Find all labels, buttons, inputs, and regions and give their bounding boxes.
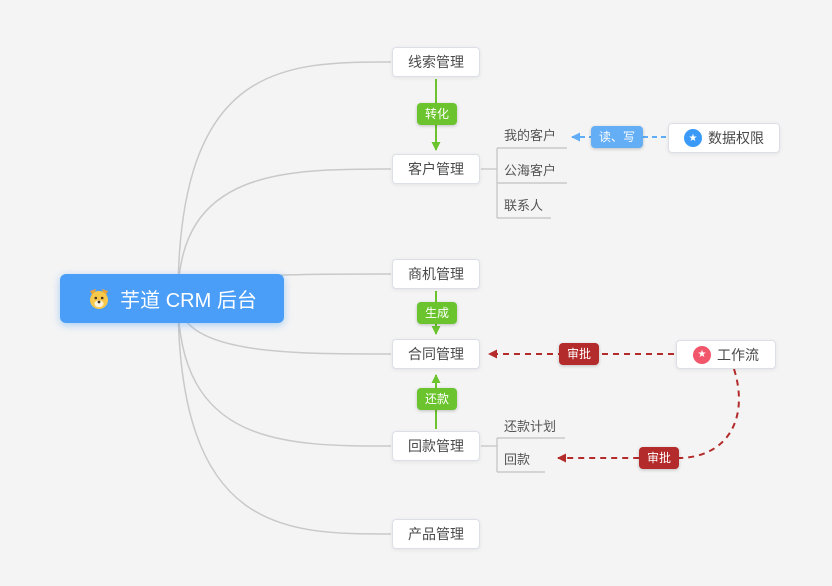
child-public-sea-customers: 公海客户 (504, 163, 557, 178)
child-contacts: 联系人 (504, 198, 544, 213)
node-receivable-management: 回款管理 (392, 431, 480, 461)
edge-label-read-write: 读、写 (591, 126, 644, 148)
node-opportunity-management: 商机管理 (392, 259, 480, 289)
edge-label-approve-contract: 审批 (559, 343, 600, 365)
node-contract-management: 合同管理 (392, 339, 480, 369)
node-label: 回款管理 (408, 438, 464, 454)
node-label: 商机管理 (408, 266, 464, 282)
root-node-crm-backend: 芋道 CRM 后台 (60, 274, 284, 323)
star-icon: ★ (693, 345, 711, 364)
edge-label-repay: 还款 (417, 388, 458, 410)
dog-logo-icon (87, 287, 111, 311)
node-label: 客户管理 (408, 161, 464, 177)
node-label: 产品管理 (408, 526, 464, 542)
edge-label-convert: 转化 (417, 103, 458, 125)
star-icon: ★ (684, 129, 702, 147)
node-customer-management: 客户管理 (392, 154, 480, 184)
node-label: 合同管理 (408, 346, 464, 362)
root-node-label: 芋道 CRM 后台 (120, 290, 257, 312)
child-my-customers: 我的客户 (504, 128, 557, 143)
edge-label-approve-receivable: 审批 (639, 447, 680, 469)
node-data-permission: ★ 数据权限 (668, 123, 780, 153)
node-workflow: ★ 工作流 (676, 340, 776, 369)
node-product-management: 产品管理 (392, 519, 480, 549)
child-branch-lines (481, 147, 567, 473)
child-repayment-plan: 还款计划 (504, 419, 557, 434)
node-label: 线索管理 (408, 54, 464, 70)
child-receivable: 回款 (504, 452, 531, 467)
node-lead-management: 线索管理 (392, 47, 480, 77)
workflow-arrows-red (488, 349, 740, 463)
node-label: 工作流 (717, 346, 759, 363)
node-label: 数据权限 (708, 130, 764, 146)
edge-label-generate: 生成 (417, 302, 458, 324)
